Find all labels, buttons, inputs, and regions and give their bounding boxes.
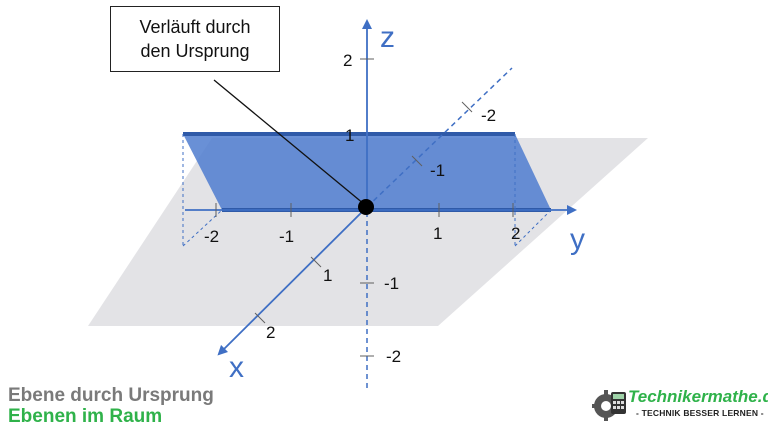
callout-line-2: den Ursprung [140, 41, 250, 61]
footer-subtitle: Ebenen im Raum [8, 406, 163, 427]
y-tick-label-neg1: -1 [279, 227, 294, 246]
logo-slogan: - TECHNIK BESSER LERNEN - [636, 408, 764, 418]
origin-point [358, 199, 374, 215]
x-tick-label-neg1: -1 [430, 161, 445, 180]
x-axis-negative [366, 67, 513, 208]
callout-box: Verläuft durch den Ursprung [110, 6, 280, 72]
footer-title: Ebene durch Ursprung [8, 385, 214, 406]
x-tick-neg2 [461, 101, 473, 113]
x-tick-neg1 [411, 155, 423, 167]
plane-right-dashed-diag [514, 209, 552, 247]
z-tick-label-pos1: 1 [345, 126, 354, 145]
x-tick-label-pos2: 2 [266, 323, 275, 342]
y-tick-label-pos1: 1 [433, 224, 442, 243]
y-tick-label-neg2: -2 [204, 227, 219, 246]
brand-logo[interactable]: Technikermathe.de - TECHNIK BESSER LERNE… [592, 384, 768, 428]
z-tick-label-neg2: -2 [386, 347, 401, 366]
y-tick-label-pos2: 2 [511, 224, 520, 243]
z-axis-label: z [380, 21, 395, 54]
callout-pointer-line [213, 79, 365, 205]
calculator-gear-icon [592, 390, 626, 421]
z-tick-label-neg1: -1 [384, 274, 399, 293]
callout-line-1: Verläuft durch [139, 17, 251, 37]
logo-name: Technikermathe.de [628, 387, 768, 406]
x-axis-label: x [229, 351, 244, 384]
x-tick-label-neg2: -2 [481, 106, 496, 125]
x-tick-pos2 [254, 312, 266, 324]
y-axis-label: y [570, 223, 585, 256]
z-tick-label-pos2: 2 [343, 51, 352, 70]
x-tick-pos1 [310, 256, 322, 268]
x-tick-label-pos1: 1 [323, 266, 332, 285]
x-axis [217, 206, 368, 356]
